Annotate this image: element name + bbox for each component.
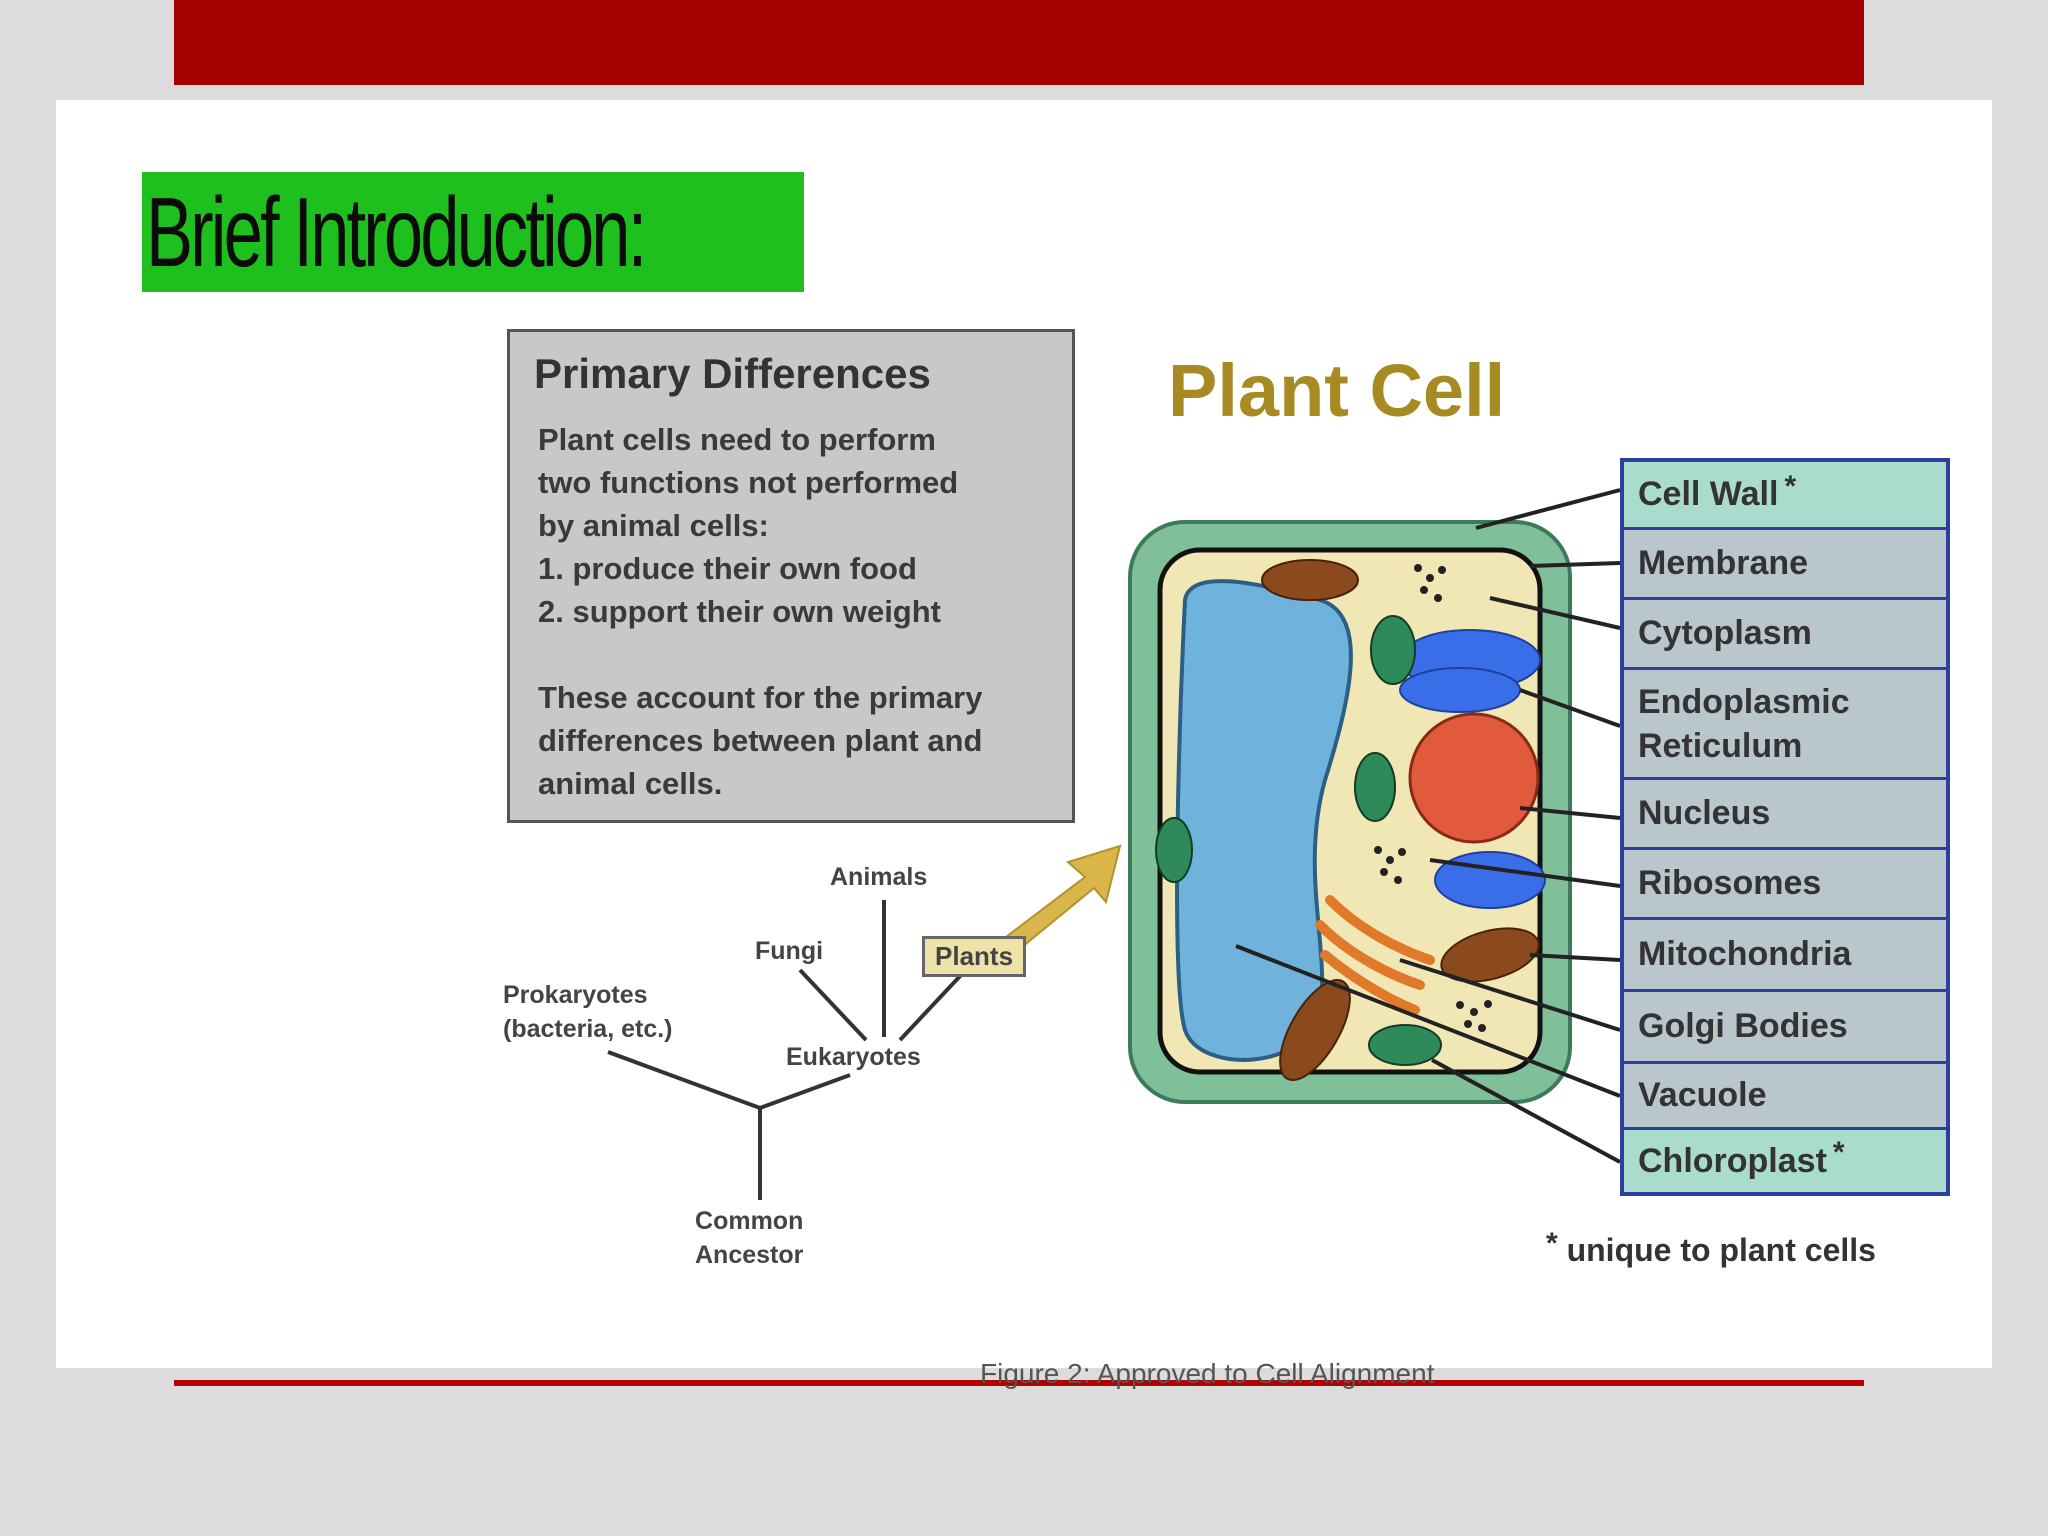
- footnote-star: *: [1546, 1227, 1558, 1260]
- arrow-shape: [1000, 844, 1122, 954]
- organelle-label: Endoplasmic Reticulum: [1624, 670, 1946, 780]
- golgi-shape: [1315, 895, 1435, 1015]
- figure-caption-cutoff: Figure 2: Approved to Cell Alignment: [980, 1358, 1435, 1389]
- organelle-label: Nucleus: [1624, 780, 1946, 850]
- organelle-label-text: Cytoplasm: [1638, 614, 1812, 652]
- organelle-label-text: Endoplasmic Reticulum: [1638, 682, 1850, 765]
- organelle-label: Mitochondria: [1624, 920, 1946, 992]
- plants-branch: [898, 972, 964, 1042]
- differences-body: Plant cells need to perform two function…: [538, 422, 983, 801]
- phylogeny-lines: [607, 900, 964, 1200]
- plant-cell-title: Plant Cell: [1168, 349, 1506, 432]
- tree-prokaryotes: Prokaryotes (bacteria, etc.): [503, 981, 673, 1043]
- mitochondria-shapes: [1261, 559, 1540, 1081]
- eukaryote-branch: [759, 1073, 851, 1110]
- organelle-label-text: Vacuole: [1638, 1076, 1767, 1114]
- primary-differences-box: Primary Differences Plant cells need to …: [507, 329, 1075, 823]
- organelle-label-text: Mitochondria: [1638, 935, 1852, 973]
- organelle-label-text: Chloroplast: [1638, 1141, 1827, 1180]
- organelle-label: Vacuole: [1624, 1064, 1946, 1130]
- organelle-label-text: Golgi Bodies: [1638, 1007, 1848, 1045]
- tree-animals: Animals: [830, 863, 928, 891]
- nucleus-shape: [1408, 712, 1540, 844]
- unique-star: *: [1832, 1136, 1845, 1169]
- prokaryote-branch: [607, 1050, 761, 1110]
- organelle-label-text: Cell Wall: [1638, 475, 1779, 513]
- footer-line: [174, 1380, 1864, 1386]
- organelle-label: Chloroplast*: [1624, 1130, 1946, 1192]
- footnote: * unique to plant cells: [1540, 1227, 1876, 1269]
- organelle-label: Golgi Bodies: [1624, 992, 1946, 1064]
- unique-star: *: [1784, 469, 1797, 503]
- label-connector-lines: [1235, 488, 1621, 1164]
- organelle-label: Membrane: [1624, 530, 1946, 600]
- organelle-label: Ribosomes: [1624, 850, 1946, 920]
- organelle-label: Cell Wall*: [1624, 462, 1946, 530]
- header-bar: [174, 0, 1864, 85]
- ribosome-dots: [1374, 564, 1492, 1032]
- organelle-label-text: Ribosomes: [1638, 864, 1822, 902]
- tree-eukaryotes: Eukaryotes: [786, 1043, 921, 1071]
- footnote-text: unique to plant cells: [1566, 1232, 1876, 1268]
- tree-plants: Plants: [922, 936, 1027, 977]
- differences-heading: Primary Differences: [534, 350, 931, 397]
- tree-fungi: Fungi: [755, 937, 824, 965]
- organelle-label-text: Membrane: [1638, 544, 1809, 582]
- tree-ancestor: Common Ancestor: [695, 1207, 804, 1269]
- chloroplast-shapes: [1155, 615, 1442, 1066]
- organelle-label-text: Nucleus: [1638, 794, 1771, 832]
- slide-title: Brief Introduction:: [142, 172, 804, 292]
- fungi-branch: [798, 968, 868, 1042]
- organelle-label: Cytoplasm: [1624, 600, 1946, 670]
